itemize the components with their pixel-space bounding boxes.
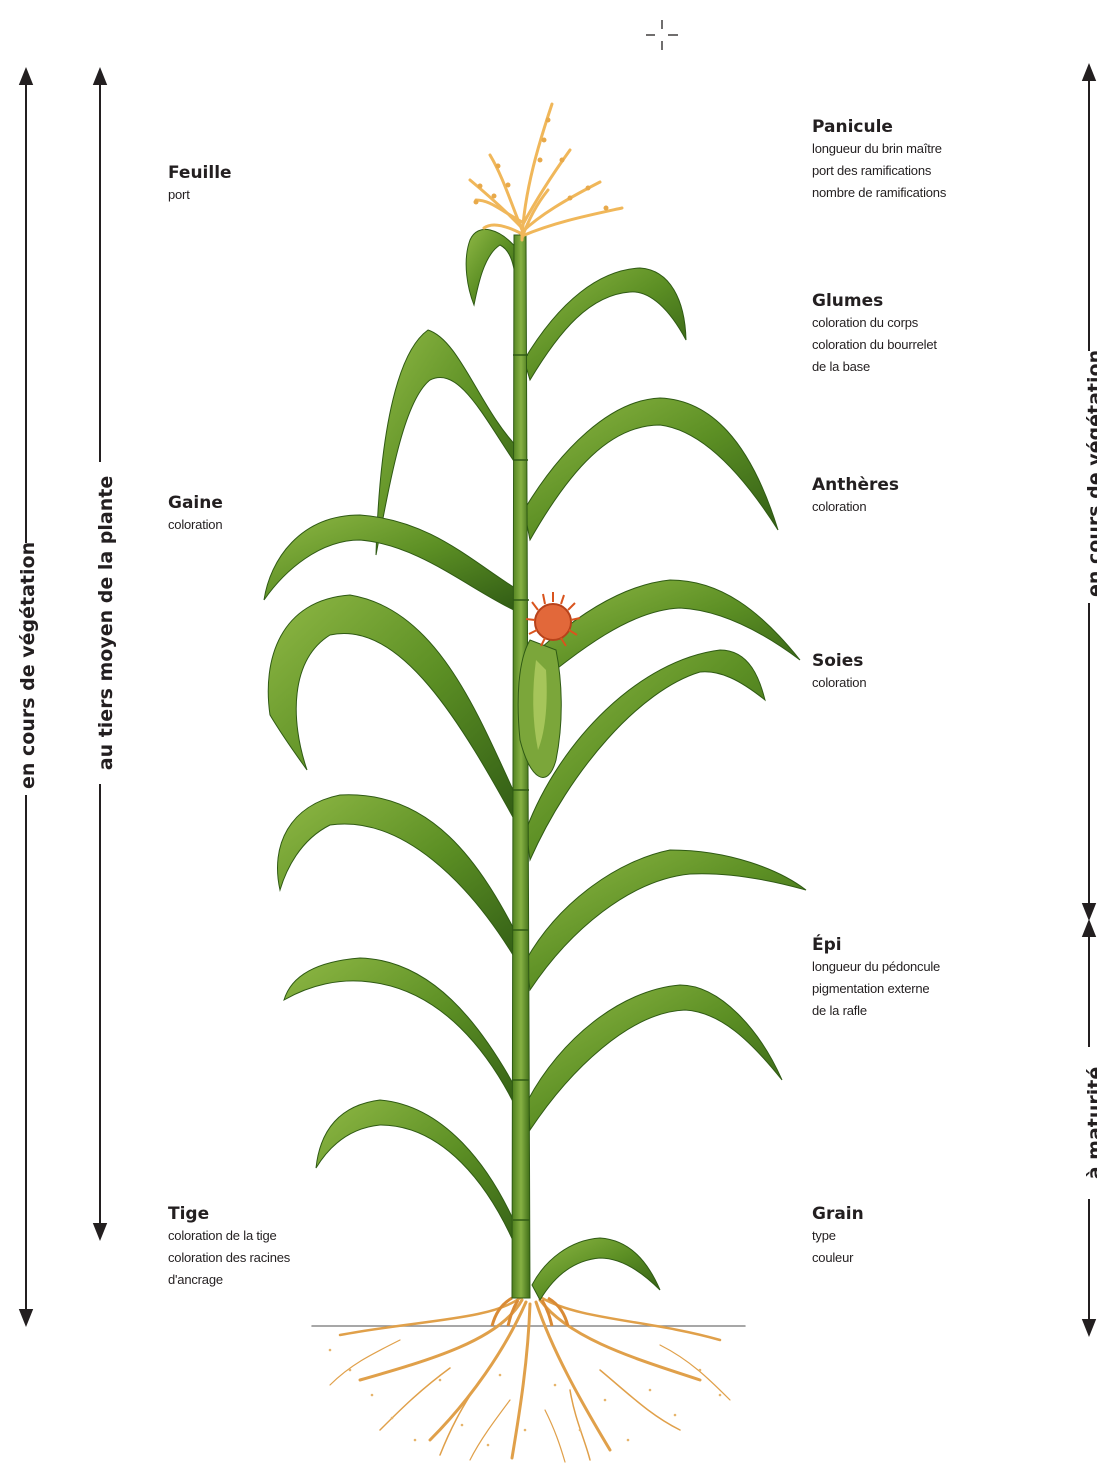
label-title: Grain [812, 1203, 864, 1225]
label-line: coloration [168, 514, 223, 536]
label-line: longueur du pédoncule [812, 956, 940, 978]
label-tige: Tige coloration de la tige coloration de… [168, 1203, 290, 1291]
label-line: coloration du bourrelet [812, 334, 937, 356]
label-line: d'ancrage [168, 1269, 290, 1291]
right-lower-axis-text: à maturité [1084, 1047, 1097, 1199]
label-title: Feuille [168, 162, 232, 184]
registration-mark-icon [646, 20, 678, 50]
label-line: couleur [812, 1247, 864, 1269]
label-gaine: Gaine coloration [168, 492, 223, 536]
label-epi: Épi longueur du pédoncule pigmentation e… [812, 934, 940, 1022]
label-grain: Grain type couleur [812, 1203, 864, 1269]
left-outer-axis-text: en cours de végétation [17, 543, 39, 795]
roots [312, 1298, 745, 1462]
label-line: nombre de ramifications [812, 182, 946, 204]
label-title: Épi [812, 934, 940, 956]
left-inner-axis-text: au tiers moyen de la plante [95, 462, 117, 784]
label-line: port [168, 184, 232, 206]
label-line: coloration de la tige [168, 1225, 290, 1247]
label-line: port des ramifications [812, 160, 946, 182]
label-line: longueur du brin maître [812, 138, 946, 160]
label-line: coloration [812, 496, 899, 518]
label-title: Glumes [812, 290, 937, 312]
stem [512, 235, 530, 1298]
label-line: coloration des racines [168, 1247, 290, 1269]
label-line: type [812, 1225, 864, 1247]
label-line: coloration du corps [812, 312, 937, 334]
label-line: de la base [812, 356, 937, 378]
label-line: coloration [812, 672, 866, 694]
label-antheres: Anthères coloration [812, 474, 899, 518]
label-title: Tige [168, 1203, 290, 1225]
label-title: Panicule [812, 116, 946, 138]
label-panicule: Panicule longueur du brin maître port de… [812, 116, 946, 204]
label-title: Gaine [168, 492, 223, 514]
label-line: pigmentation externe [812, 978, 940, 1000]
tassel [470, 104, 622, 240]
label-title: Soies [812, 650, 866, 672]
label-line: de la rafle [812, 1000, 940, 1022]
right-upper-axis-text: en cours de végétation [1084, 351, 1097, 603]
label-soies: Soies coloration [812, 650, 866, 694]
label-title: Anthères [812, 474, 899, 496]
label-feuille: Feuille port [168, 162, 232, 206]
label-glumes: Glumes coloration du corps coloration du… [812, 290, 937, 378]
